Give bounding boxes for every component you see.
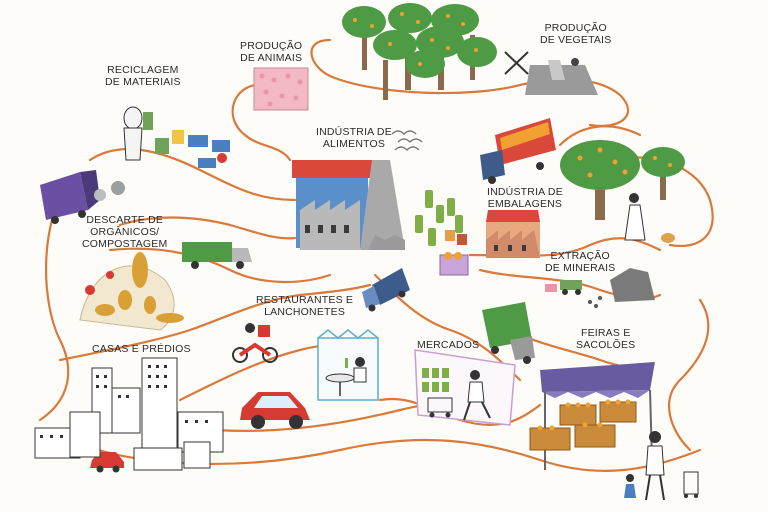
route-compost-2 xyxy=(108,247,332,284)
jars xyxy=(439,230,469,276)
route-right-top xyxy=(558,125,642,147)
buildings xyxy=(34,357,224,471)
green-truck-compost xyxy=(182,242,252,269)
route-houses-1 xyxy=(58,283,372,362)
orange-cargo-truck xyxy=(480,118,556,184)
purple-truck xyxy=(40,170,100,224)
motorbike xyxy=(232,323,278,363)
route-north xyxy=(310,38,630,128)
orchard-top xyxy=(342,3,497,100)
food-factory xyxy=(292,130,423,250)
bottles xyxy=(415,190,463,246)
market-stall xyxy=(529,362,655,470)
green-truck-east xyxy=(482,302,535,364)
building-windows xyxy=(40,365,208,438)
route-east-right xyxy=(668,298,710,452)
restaurant xyxy=(317,329,379,401)
orchard-right xyxy=(560,140,685,243)
compost-pile xyxy=(79,181,184,331)
route-animals-loop xyxy=(231,83,292,162)
mineral-extraction xyxy=(545,268,655,308)
vegetable-production-machine xyxy=(504,51,598,95)
recycling-scene xyxy=(123,106,230,168)
route-west-inner xyxy=(88,148,297,202)
label-casas: CASAS E PRÉDIOS xyxy=(92,343,191,355)
animal-pen xyxy=(253,67,309,111)
blue-truck-center xyxy=(362,268,410,312)
packaging-factory xyxy=(486,210,540,258)
label-mercados: MERCADOS xyxy=(417,339,480,351)
route-compost xyxy=(118,216,297,240)
market xyxy=(414,349,516,426)
shoppers xyxy=(624,431,699,501)
red-car xyxy=(240,392,310,429)
